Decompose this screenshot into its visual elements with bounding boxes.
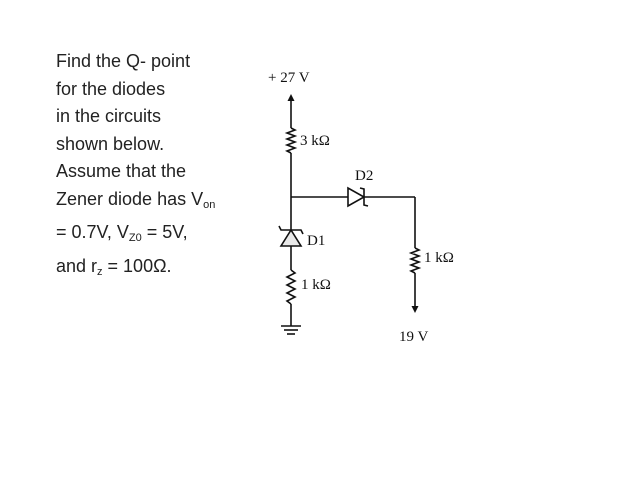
problem-statement: Find the Q- point for the diodes in the … <box>56 48 256 286</box>
resistor-top <box>284 127 298 154</box>
vz0-text: = 0.7V, V <box>56 222 129 242</box>
resistor-right <box>408 247 422 274</box>
problem-line-6: Zener diode has Von <box>56 186 256 220</box>
supply-label-right: 19 V <box>399 329 428 345</box>
problem-line-7: = 0.7V, VZ0 = 5V, <box>56 219 256 253</box>
problem-line-8: and rz = 100Ω. <box>56 253 256 287</box>
problem-line-2: for the diodes <box>56 78 166 99</box>
von-subscript: on <box>203 198 216 211</box>
supply-label-top: + 27 V <box>268 70 310 86</box>
rz-value: = 100Ω. <box>102 255 172 276</box>
resistor-bottom <box>285 269 297 305</box>
problem-line-4: shown below. <box>56 133 165 154</box>
supply-arrow-top <box>287 94 295 128</box>
resistor-top-label: 3 kΩ <box>300 133 330 149</box>
von-text: Zener diode has V <box>56 188 204 209</box>
problem-line-3: in the circuits <box>56 106 162 126</box>
d1-label: D1 <box>307 233 325 249</box>
supply-arrow-right <box>411 273 419 313</box>
problem-line-1: Find the Q- point <box>56 51 191 71</box>
vz0-subscript: Z0 <box>128 232 142 244</box>
resistor-bottom-label: 1 kΩ <box>301 277 331 293</box>
d2-label: D2 <box>355 168 373 184</box>
vz0-value: = 5V, <box>141 222 188 242</box>
ground-icon <box>281 325 301 335</box>
resistor-right-label: 1 kΩ <box>424 250 454 266</box>
rz-text: and r <box>56 255 98 276</box>
problem-line-5: Assume that the <box>56 161 187 181</box>
zener-diode-d1 <box>278 225 304 247</box>
rz-subscript: z <box>97 265 103 278</box>
